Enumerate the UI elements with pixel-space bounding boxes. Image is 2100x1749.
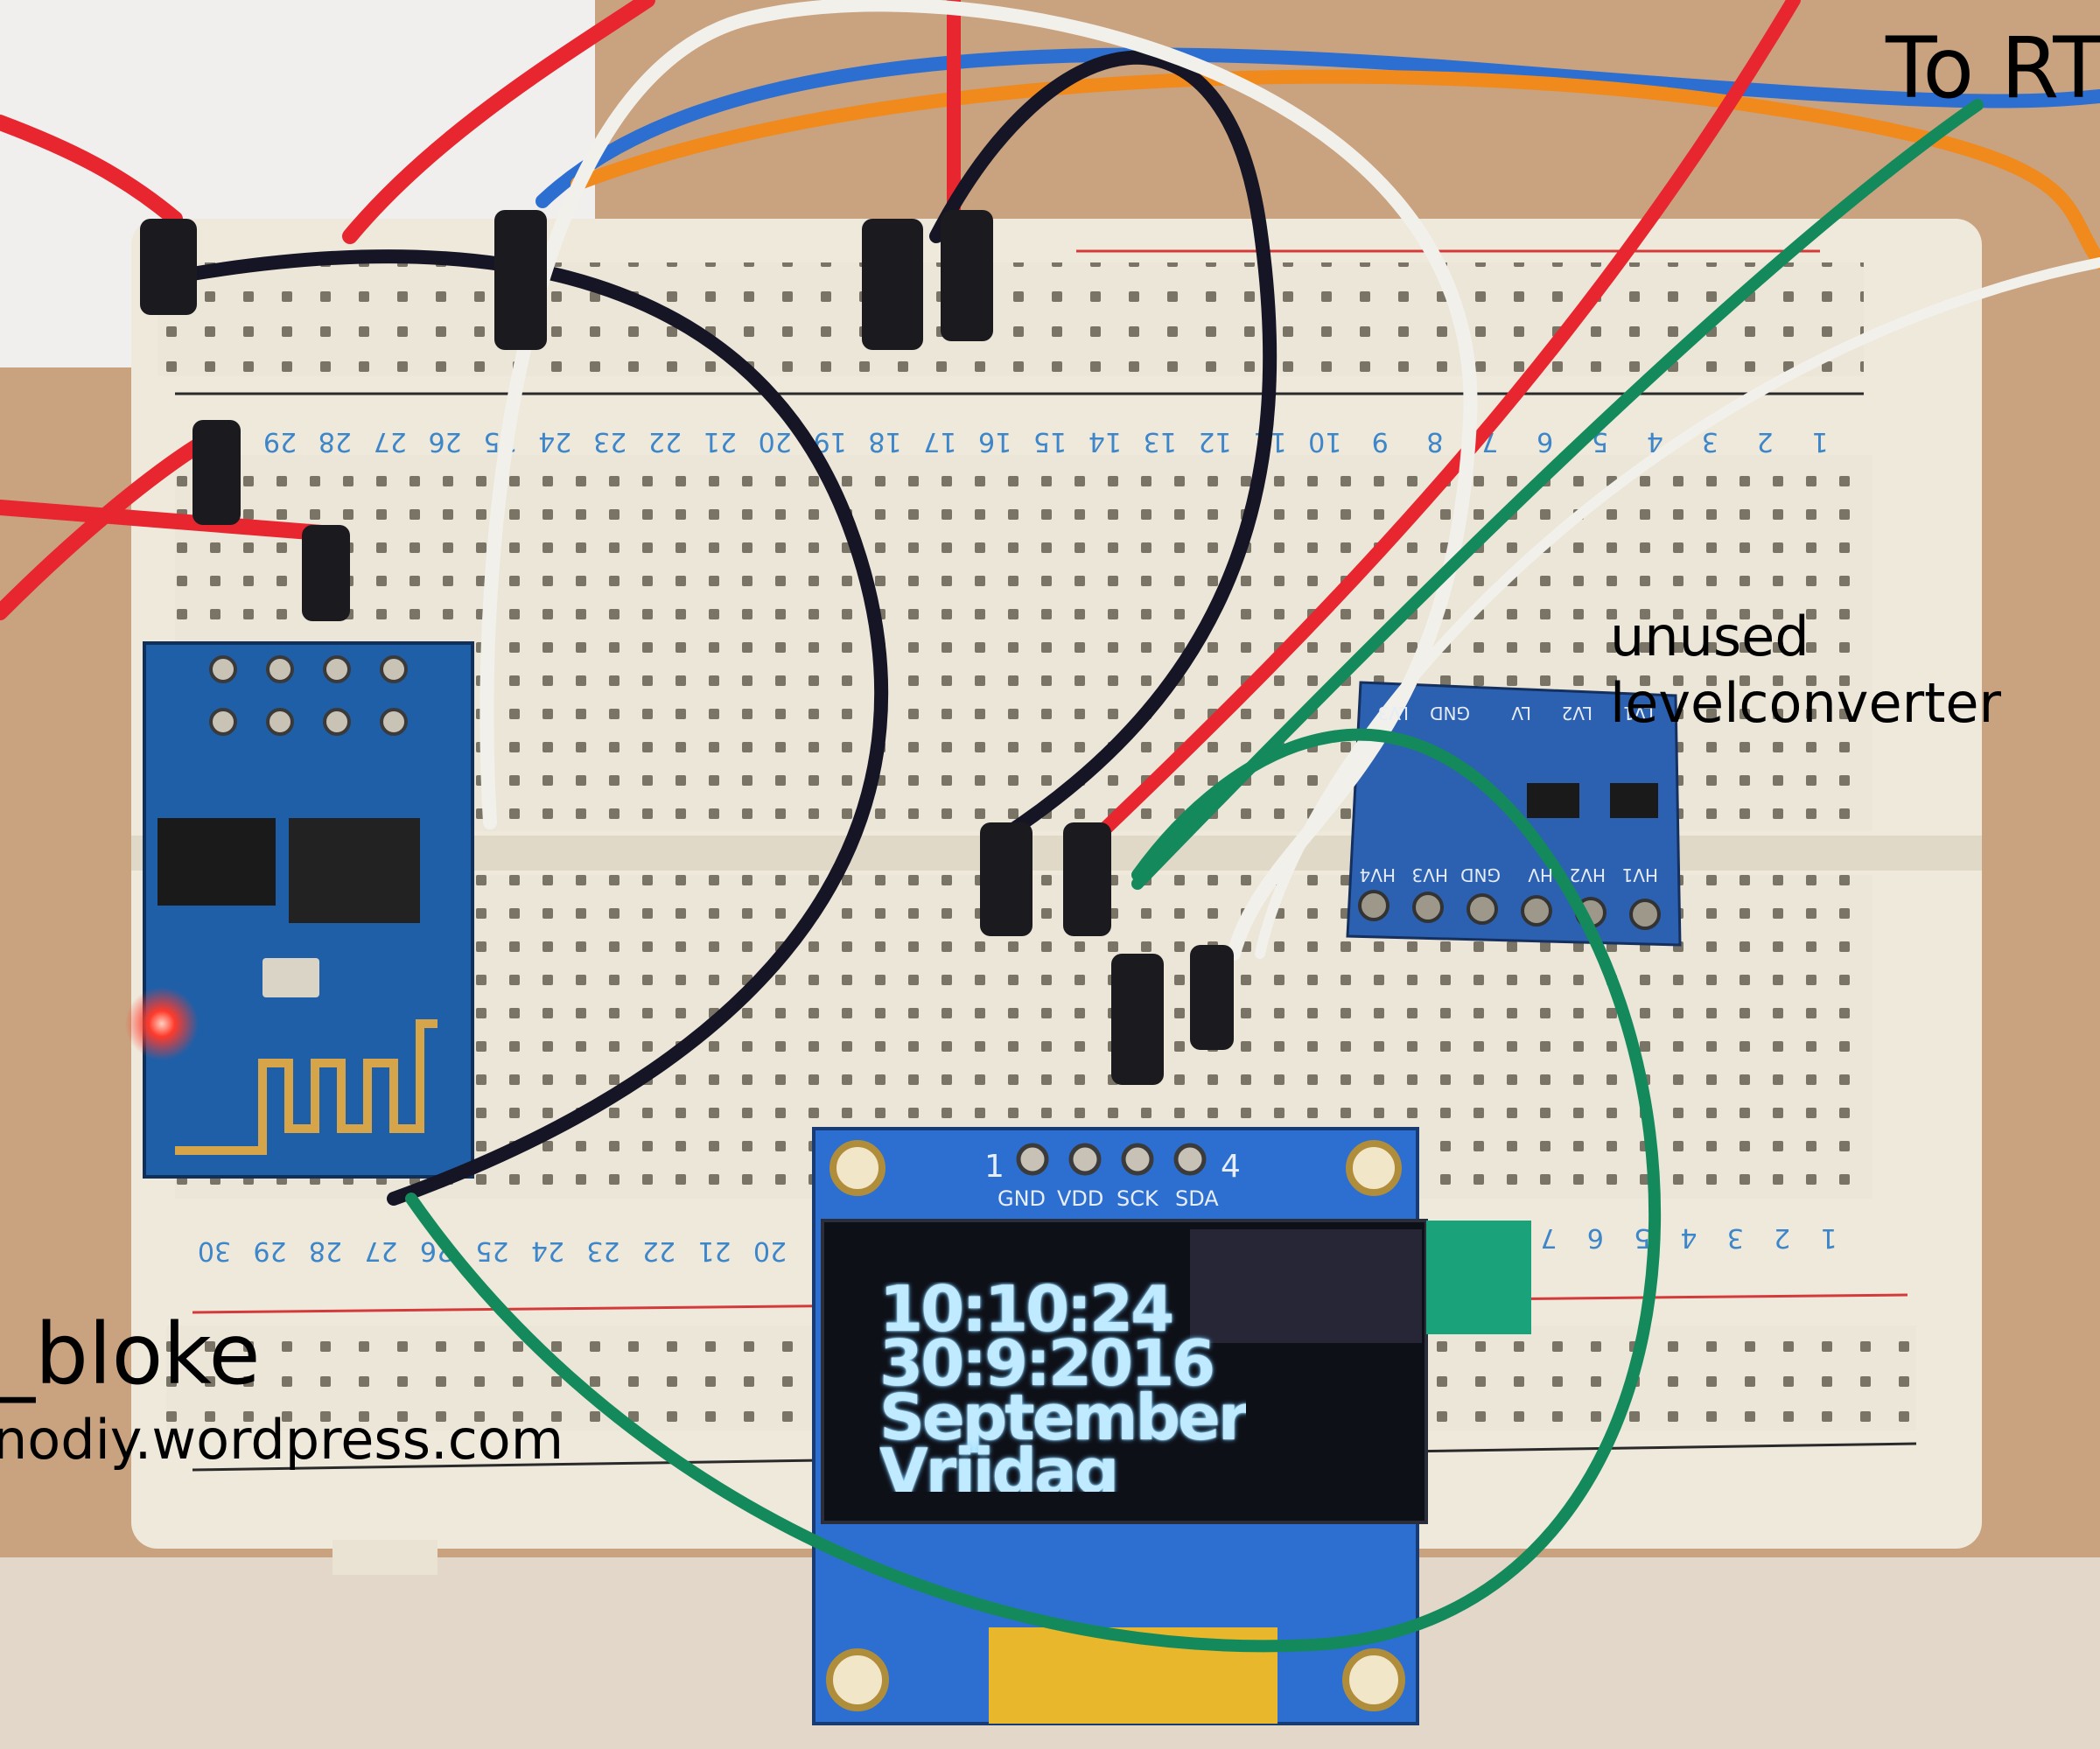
breadboard-column-number: 10 <box>1308 426 1341 457</box>
level-converter-bottom-label: HV <box>1528 864 1553 885</box>
breadboard-column-number: 18 <box>868 426 901 457</box>
breadboard-column-number: 21 <box>697 1235 731 1266</box>
breadboard-column-number: 22 <box>642 1235 676 1266</box>
breadboard-column-number: 1 <box>1811 426 1828 457</box>
flash-chip <box>158 818 276 906</box>
wire-black-top <box>929 50 1278 847</box>
breadboard-column-number: 23 <box>586 1235 620 1266</box>
breadboard-column-number: 7 <box>1540 1222 1557 1253</box>
level-converter-bottom-label: GND <box>1460 864 1501 885</box>
level-converter-top-label: LV1 <box>1623 703 1654 724</box>
caption-author: _bloke <box>0 1305 261 1403</box>
caption-to-rtc: To RT <box>1886 19 2100 117</box>
breadboard-column-number: 8 <box>1426 426 1443 457</box>
esp-chip <box>289 818 420 923</box>
oled-header-pins <box>1016 1143 1207 1176</box>
oled-pin-4-number: 4 <box>1221 1149 1241 1185</box>
oled-month: September <box>879 1381 1247 1454</box>
caption-unused-line1: unused <box>1610 605 1810 668</box>
power-led <box>125 987 199 1060</box>
level-converter-top-label: LV2 <box>1562 703 1592 724</box>
level-converter-top-label: LV3 <box>1378 703 1409 724</box>
breadboard-column-number: 3 <box>1702 426 1718 457</box>
wire-green-loop <box>405 728 1662 1653</box>
breadboard-column-number: 2 <box>1757 426 1774 457</box>
breadboard-column-number: 15 <box>1033 426 1067 457</box>
crystal <box>262 958 319 997</box>
wire-red-diagonal <box>1096 0 1801 838</box>
wire-red-left <box>0 115 183 227</box>
breadboard-column-number: 28 <box>318 426 352 457</box>
wire-blue <box>536 47 2100 208</box>
level-converter-top-label: GND <box>1430 703 1470 724</box>
breadboard-column-number: 4 <box>1680 1222 1697 1253</box>
esp8266-module <box>125 641 474 1179</box>
breadboard-column-number: 25 <box>475 1235 508 1266</box>
oled-time: 10:10:24 <box>879 1282 1174 1346</box>
breadboard-column-number: 12 <box>1198 426 1231 457</box>
oled-ribbon-tab <box>1426 1221 1531 1334</box>
breadboard-column-number: 9 <box>1372 426 1389 457</box>
breadboard-column-number: 14 <box>1088 426 1122 457</box>
level-converter-bottom-label: HV2 <box>1570 864 1606 885</box>
breadboard-column-number: 17 <box>923 426 956 457</box>
wire-white-right <box>1255 257 2100 959</box>
oled-pin-sda: SDA <box>1175 1186 1219 1211</box>
oled-pin-vdd: VDD <box>1057 1186 1103 1211</box>
breadboard-column-number: 28 <box>309 1235 342 1266</box>
oled-screen-glare <box>1190 1229 1422 1343</box>
wire-black-loop <box>150 249 889 1206</box>
wire-red-top <box>342 0 655 244</box>
breadboard-column-number: 22 <box>648 426 682 457</box>
breadboard-column-number: 29 <box>263 426 297 457</box>
oled-display-text: 10:10:24 30:9:2016 September Vrijdag <box>879 1282 1246 1492</box>
breadboard-column-number: 24 <box>531 1235 564 1266</box>
level-converter-bottom-label: HV1 <box>1622 864 1658 885</box>
oled-day: Vrijdag <box>879 1435 1119 1492</box>
breadboard-column-number: 24 <box>538 426 571 457</box>
breadboard-column-number: 21 <box>704 426 737 457</box>
caption-unused-line2: levelconverter <box>1610 670 2002 735</box>
oled-pin-sck: SCK <box>1116 1186 1159 1211</box>
oled-date: 30:9:2016 <box>879 1326 1215 1400</box>
esp-header-pins <box>209 655 408 736</box>
breadboard-column-number: 20 <box>759 426 792 457</box>
wire-orange <box>570 69 2100 269</box>
breadboard-column-number: 23 <box>593 426 626 457</box>
caption-unused-levelconverter: unused levelconverter <box>1610 604 2001 736</box>
breadboard-column-number: 1 <box>1820 1222 1837 1253</box>
breadboard-column-number: 5 <box>1634 1222 1650 1253</box>
breadboard-column-number: 27 <box>364 1235 397 1266</box>
breadboard-column-number: 16 <box>978 426 1012 457</box>
breadboard-column-number: 13 <box>1144 426 1177 457</box>
breadboard-column-number: 30 <box>198 1235 231 1266</box>
breadboard-column-number: 29 <box>253 1235 286 1266</box>
breadboard-column-number: 2 <box>1774 1222 1790 1253</box>
breadboard-column-number: 6 <box>1536 426 1553 457</box>
jumper-sleeves <box>140 210 1234 1085</box>
level-converter-top-label: LV <box>1511 703 1531 724</box>
oled-pin-gnd: GND <box>998 1186 1046 1211</box>
breadboard-column-number: 26 <box>428 426 461 457</box>
breadboard-column-number: 27 <box>374 426 407 457</box>
caption-website: nodiy.wordpress.com <box>0 1408 564 1472</box>
pcb-antenna <box>175 1019 438 1155</box>
breadboard-column-number: 3 <box>1727 1222 1744 1253</box>
breadboard-column-number: 6 <box>1587 1222 1604 1253</box>
breadboard-column-number: 20 <box>753 1235 787 1266</box>
oled-pin-1-number: 1 <box>984 1149 1004 1185</box>
level-converter-bottom-label: HV3 <box>1412 864 1448 885</box>
level-converter-bottom-label: HV4 <box>1360 864 1396 885</box>
